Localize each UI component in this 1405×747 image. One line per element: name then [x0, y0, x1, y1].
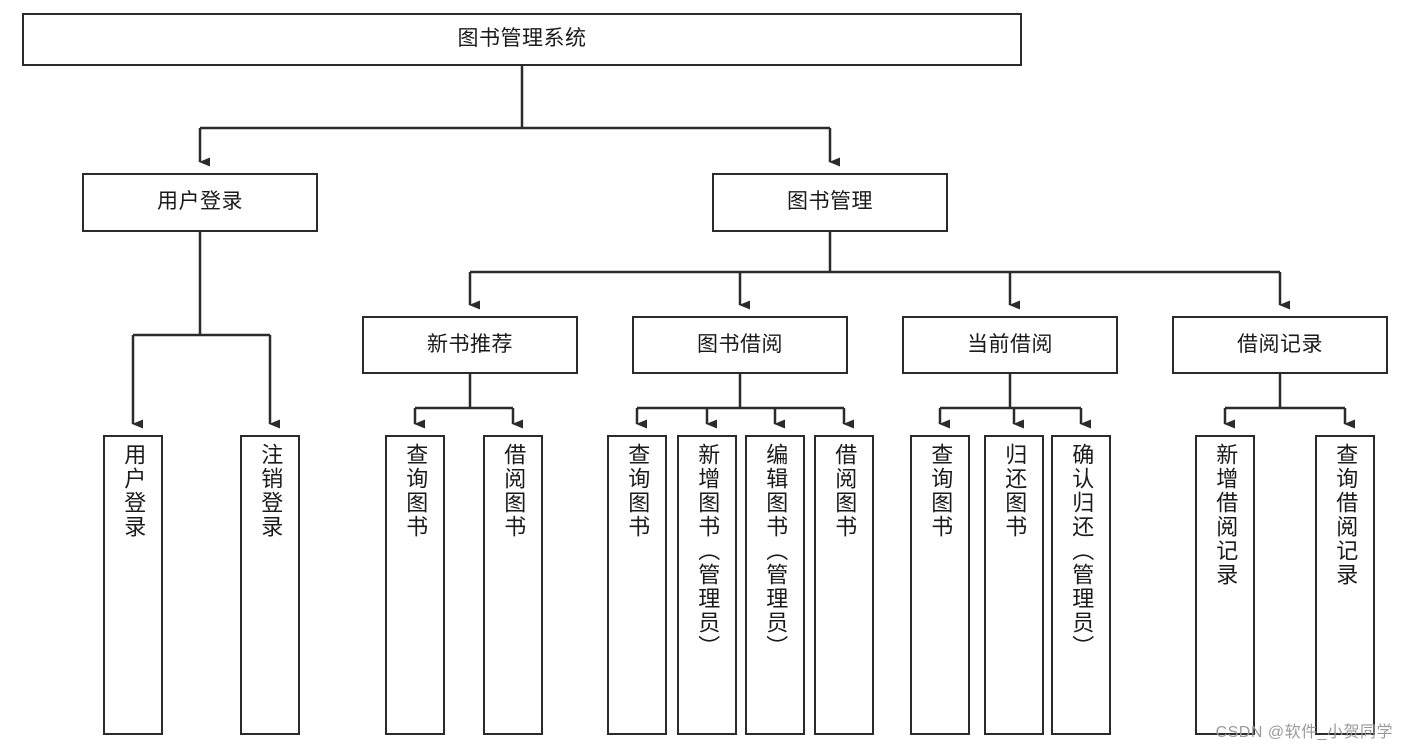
node-label: 归还图书	[1002, 443, 1028, 539]
node-label: 用户登录	[157, 190, 243, 214]
node-leaf-query-book-1[interactable]: 查询图书	[385, 435, 445, 735]
node-leaf-confirm-return-admin[interactable]: 确认归还（管理员）	[1051, 435, 1111, 735]
node-root[interactable]: 图书管理系统	[22, 13, 1022, 66]
node-label: 查询图书	[625, 443, 651, 539]
node-label: 图书借阅	[697, 332, 783, 356]
node-leaf-logout[interactable]: 注销登录	[240, 435, 300, 735]
node-book-borrow[interactable]: 图书借阅	[632, 316, 848, 374]
node-label: 新书推荐	[427, 332, 513, 356]
node-book-manage[interactable]: 图书管理	[712, 173, 948, 232]
node-user-login[interactable]: 用户登录	[82, 173, 318, 232]
csdn-watermark: CSDN @软件_小贺同学	[1215, 724, 1393, 741]
node-label: 注销登录	[258, 443, 284, 539]
node-label: 查询图书	[928, 443, 954, 539]
node-label: 新增图书（管理员）	[695, 443, 721, 659]
node-label: 图书管理	[787, 190, 873, 214]
node-label: 图书管理系统	[457, 27, 587, 51]
node-leaf-add-book-admin[interactable]: 新增图书（管理员）	[677, 435, 737, 735]
node-label: 查询图书	[403, 443, 429, 539]
node-leaf-return-book[interactable]: 归还图书	[984, 435, 1044, 735]
node-leaf-add-borrow-record[interactable]: 新增借阅记录	[1195, 435, 1255, 735]
node-label: 当前借阅	[967, 332, 1053, 356]
node-leaf-query-book-2[interactable]: 查询图书	[607, 435, 667, 735]
node-label: 编辑图书（管理员）	[763, 443, 789, 659]
node-label: 新增借阅记录	[1213, 443, 1239, 587]
node-label: 查询借阅记录	[1333, 443, 1359, 587]
node-current-borrow[interactable]: 当前借阅	[902, 316, 1118, 374]
node-leaf-edit-book-admin[interactable]: 编辑图书（管理员）	[745, 435, 805, 735]
node-new-book-recommend[interactable]: 新书推荐	[362, 316, 578, 374]
node-label: 确认归还（管理员）	[1069, 443, 1095, 659]
node-leaf-user-login[interactable]: 用户登录	[103, 435, 163, 735]
node-label: 借阅图书	[501, 443, 527, 539]
node-leaf-borrow-book-2[interactable]: 借阅图书	[814, 435, 874, 735]
node-leaf-query-borrow-record[interactable]: 查询借阅记录	[1315, 435, 1375, 735]
node-label: 用户登录	[121, 443, 147, 539]
node-leaf-query-book-3[interactable]: 查询图书	[910, 435, 970, 735]
node-borrow-record[interactable]: 借阅记录	[1172, 316, 1388, 374]
node-label: 借阅图书	[832, 443, 858, 539]
node-leaf-borrow-book-1[interactable]: 借阅图书	[483, 435, 543, 735]
node-label: 借阅记录	[1237, 332, 1323, 356]
